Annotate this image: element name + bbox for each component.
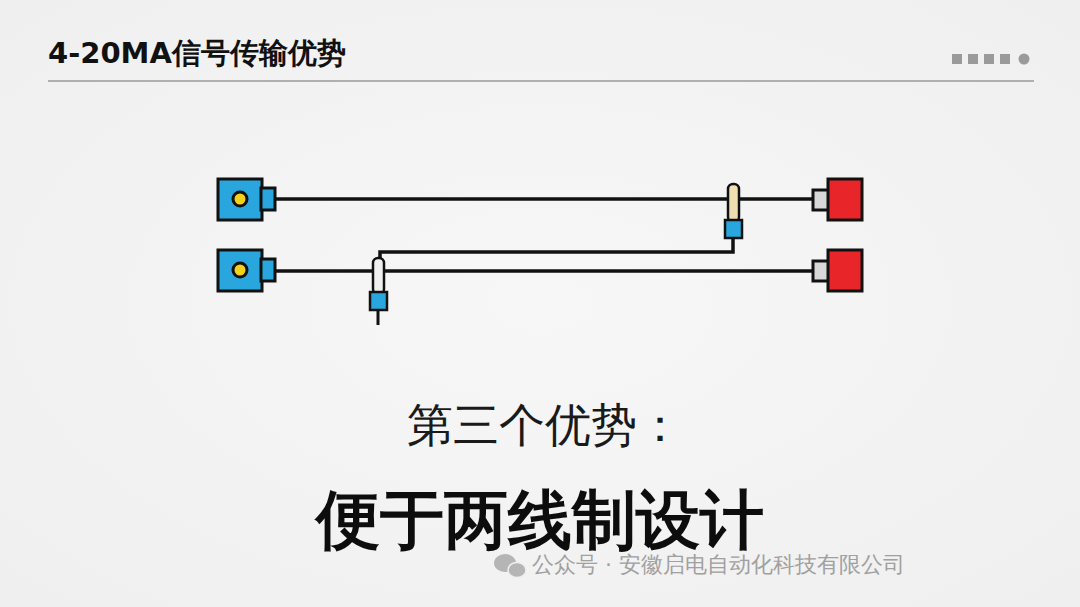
right-connectors xyxy=(813,179,862,291)
headline-text: 便于两线制设计 xyxy=(316,485,764,555)
header-rule xyxy=(48,80,1034,82)
left-connectors xyxy=(218,179,275,291)
probe-plug xyxy=(370,258,387,325)
slide-title: 4-20MA信号传输优势 xyxy=(48,34,346,74)
header-dots xyxy=(952,54,1030,65)
wechat-icon xyxy=(494,554,526,578)
probe-plug xyxy=(725,184,742,238)
watermark-text: 公众号 · 安徽启电自动化科技有限公司 xyxy=(532,553,905,577)
subtitle-text: 第三个优势： xyxy=(407,400,683,451)
